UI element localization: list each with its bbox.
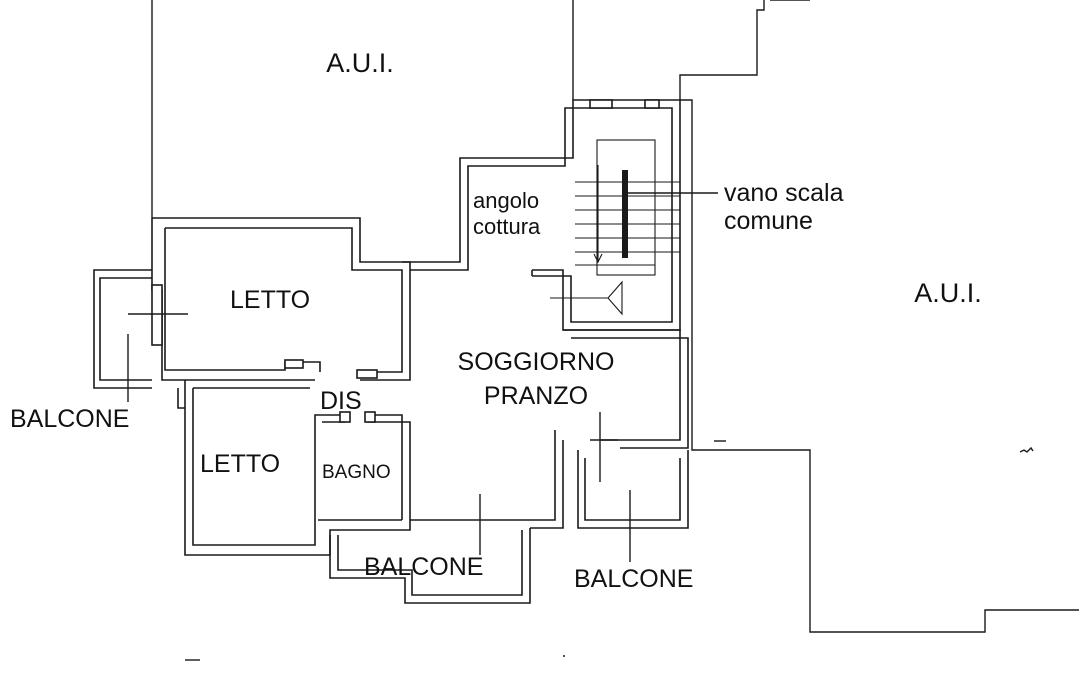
balcone-right-structure: [577, 412, 689, 562]
balcone-left-structure: [93, 269, 188, 402]
aui-boundary: [151, 0, 1079, 633]
bagno-label: BAGNO: [322, 462, 391, 483]
staircase: [550, 139, 680, 316]
vano-scala-line2: comune: [724, 207, 813, 235]
vano-scala-line1: vano scala: [724, 179, 844, 207]
aui-top-label: A.U.I.: [326, 48, 394, 78]
letto-lower-label: LETTO: [200, 450, 281, 478]
aui-right-label: A.U.I.: [914, 278, 982, 308]
balcone-bottom-label: BALCONE: [364, 553, 484, 581]
angolo-cottura-line1: angolo: [473, 188, 540, 213]
balcone-right-label: BALCONE: [574, 565, 694, 593]
balcone-bottom-structure: [329, 494, 531, 604]
soggiorno-line2: PRANZO: [483, 382, 589, 410]
angolo-cottura-line2: cottura: [473, 214, 541, 239]
dis-label: DIS: [320, 387, 362, 415]
letto-upper-label: LETTO: [230, 286, 311, 314]
balcone-left-label: BALCONE: [10, 405, 130, 433]
soggiorno-line1: SOGGIORNO: [457, 348, 615, 376]
apartment-walls: [151, 99, 689, 556]
stray-marks: [185, 440, 1034, 661]
